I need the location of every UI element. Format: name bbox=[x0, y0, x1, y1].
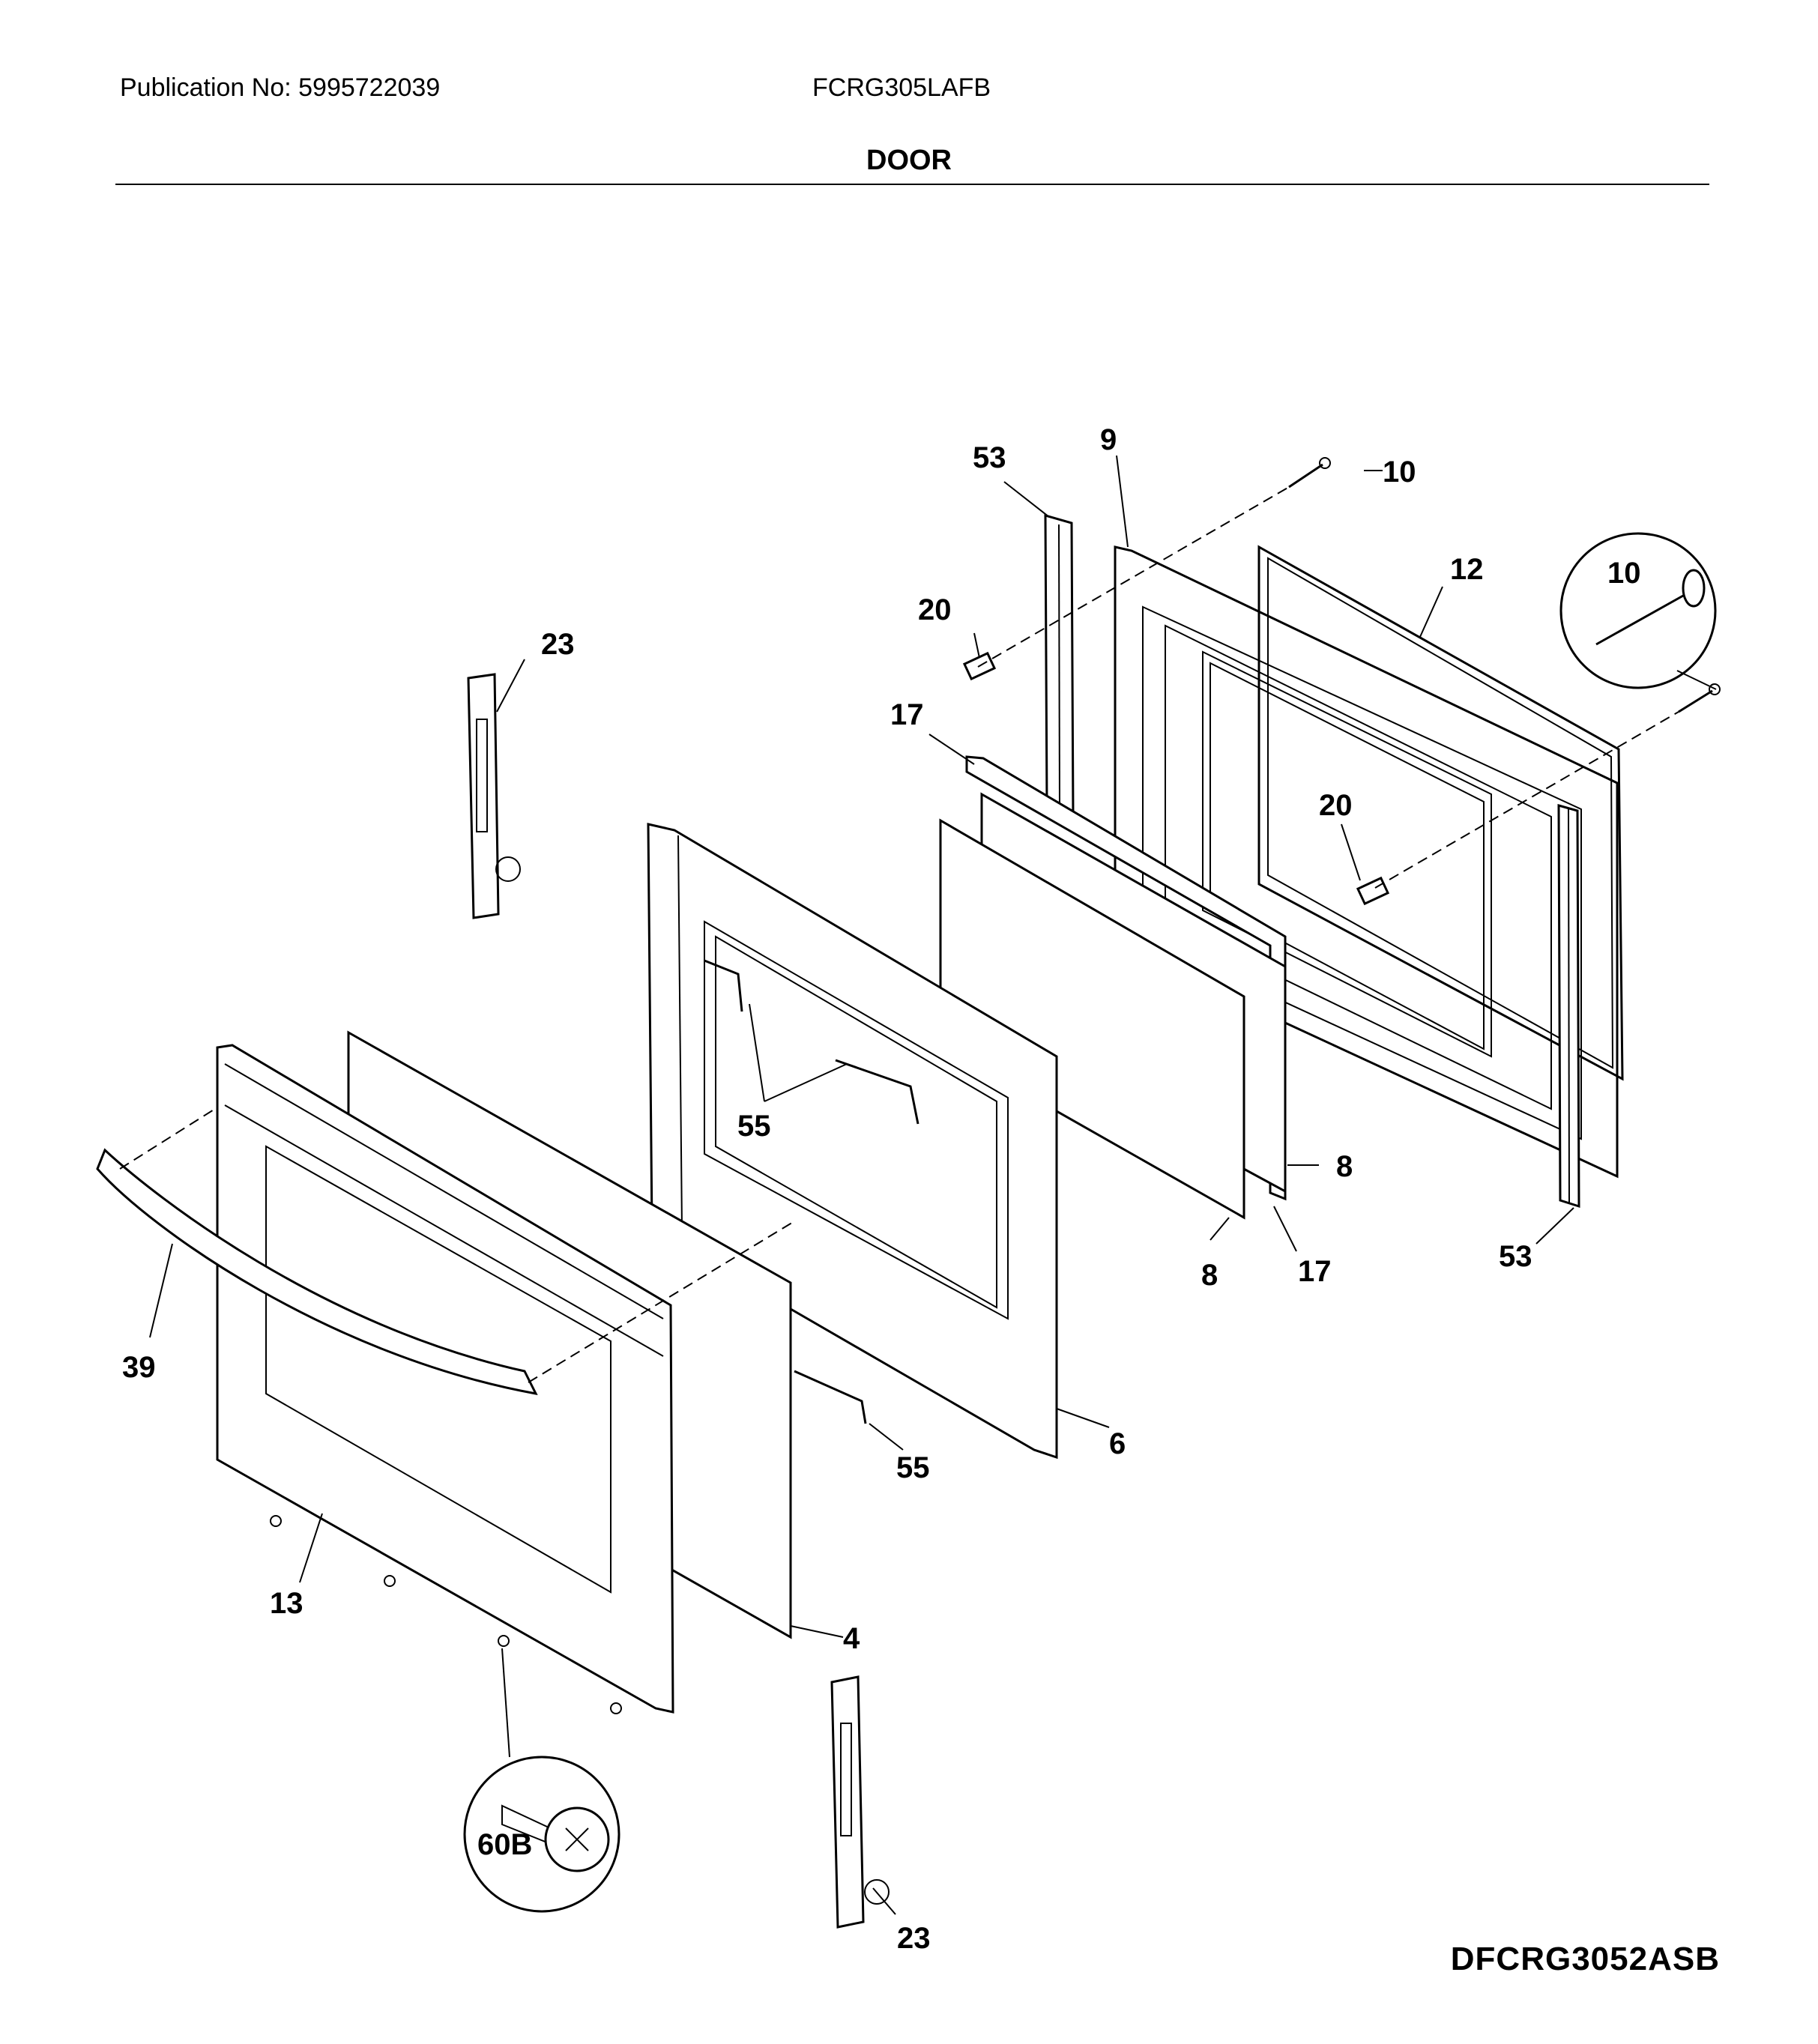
outer-door-panel-part-13 bbox=[216, 1044, 674, 1714]
trim-strip-part-53-bottom bbox=[1557, 804, 1580, 1209]
model-number: FCRG305LAFB bbox=[812, 73, 991, 102]
callout-17-lower: 17 bbox=[1298, 1255, 1332, 1288]
callout-53: 53 bbox=[973, 441, 1006, 474]
callout-20-lower: 20 bbox=[1319, 789, 1353, 822]
callout-13: 13 bbox=[270, 1587, 303, 1620]
callout-10: 10 bbox=[1383, 456, 1416, 489]
detail-circle-screw-60b bbox=[463, 1648, 620, 1913]
hinge-part-23-upper bbox=[467, 673, 521, 919]
callout-17: 17 bbox=[890, 698, 924, 731]
header-divider bbox=[115, 184, 1709, 185]
callout-23: 23 bbox=[541, 628, 575, 661]
glass-channel-part-17 bbox=[965, 755, 1287, 1201]
callout-55-lower: 55 bbox=[896, 1451, 930, 1484]
hinge-part-23-lower bbox=[830, 1675, 890, 1929]
callout-55: 55 bbox=[737, 1110, 771, 1143]
callout-9: 9 bbox=[1100, 423, 1117, 456]
callout-6: 6 bbox=[1109, 1427, 1126, 1460]
callout-12: 12 bbox=[1450, 553, 1484, 586]
alignment-lines bbox=[119, 486, 1679, 1383]
screw-part-10 bbox=[1288, 457, 1721, 713]
callout-4: 4 bbox=[843, 1622, 860, 1655]
callout-23-lower: 23 bbox=[897, 1922, 931, 1955]
callout-20: 20 bbox=[918, 593, 952, 626]
callout-53-lower: 53 bbox=[1499, 1240, 1532, 1273]
callout-8: 8 bbox=[1336, 1150, 1353, 1183]
callout-60b: 60B bbox=[477, 1828, 532, 1861]
publication-number: Publication No: 5995722039 bbox=[120, 73, 441, 102]
callout-8-lower: 8 bbox=[1201, 1259, 1218, 1292]
callout-10-detail: 10 bbox=[1607, 557, 1641, 590]
door-handle-part-39 bbox=[96, 1148, 538, 1396]
callout-labels: 53 9 10 12 10 20 23 17 20 55 8 39 8 17 5… bbox=[122, 423, 1641, 1955]
bracket-part-55 bbox=[704, 959, 919, 1424]
gasket-part-12 bbox=[1257, 545, 1624, 1081]
page-title: DOOR bbox=[866, 145, 952, 176]
detail-circle-screw-10 bbox=[1559, 532, 1717, 690]
callout-39: 39 bbox=[122, 1351, 156, 1384]
panel-screws bbox=[270, 1515, 622, 1714]
trim-strip-part-53-top bbox=[1044, 514, 1075, 819]
diagram-code: DFCRG3052ASB bbox=[1450, 1941, 1720, 1977]
inner-glass-part-8 bbox=[939, 792, 1287, 1220]
leader-lines bbox=[149, 455, 1574, 1915]
